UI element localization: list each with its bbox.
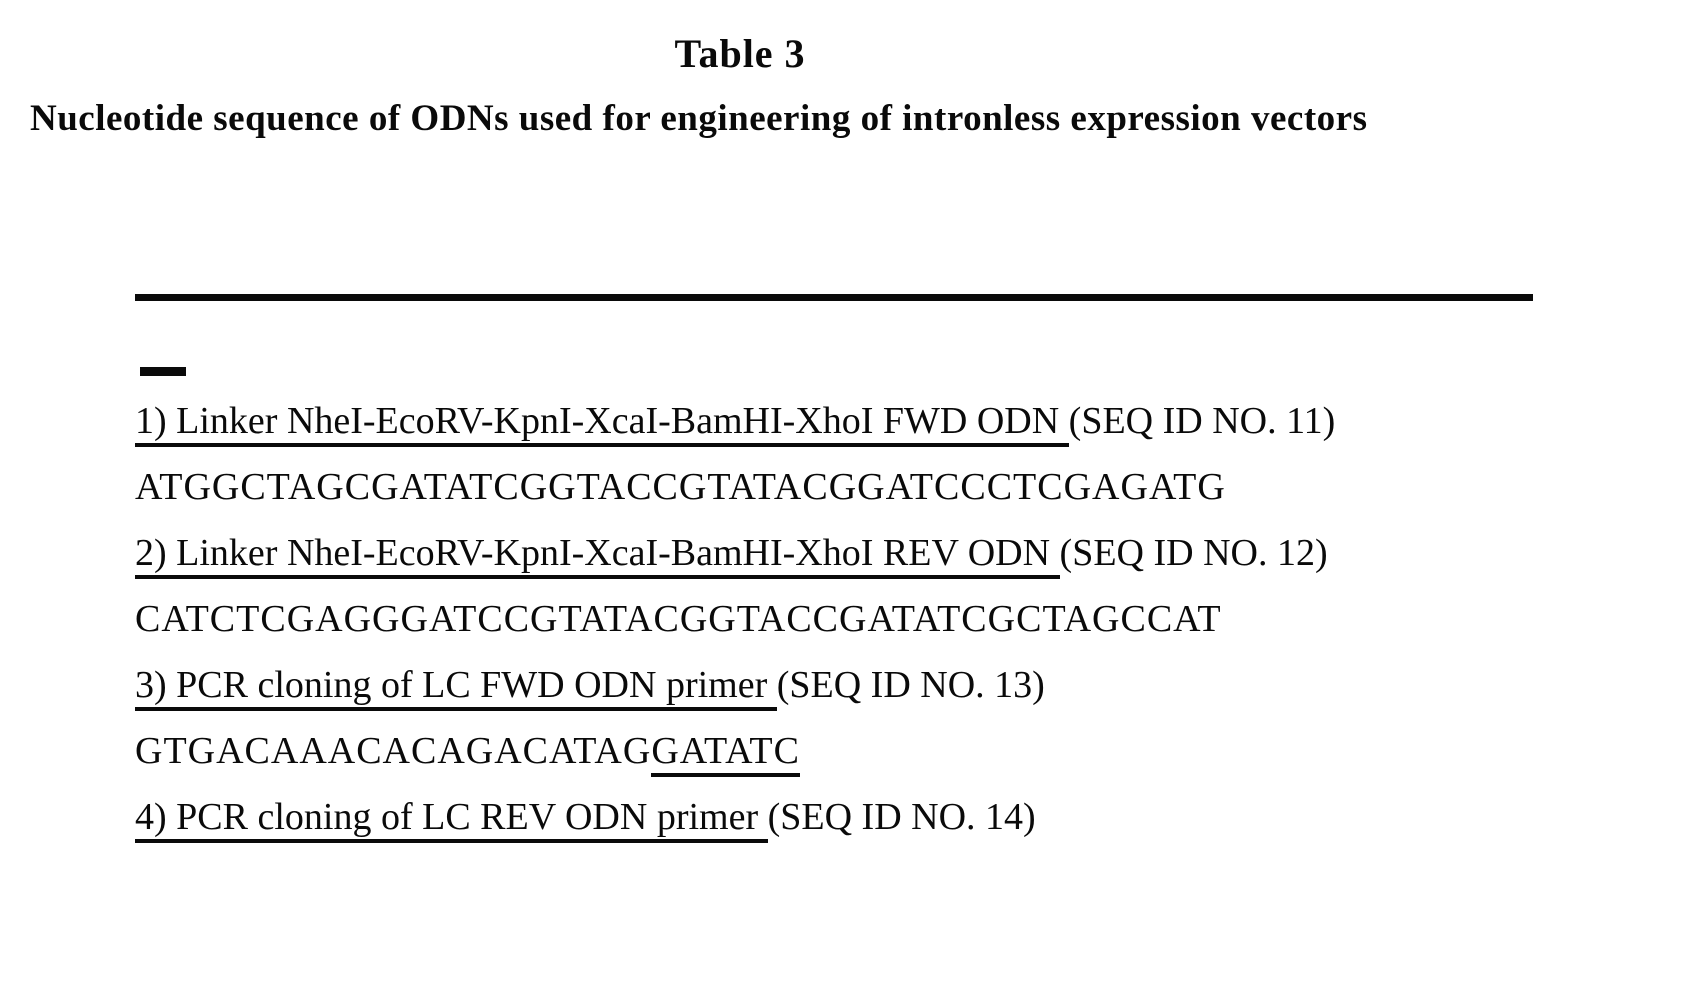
seq-id-ref: (SEQ ID NO. 12) — [1059, 532, 1328, 574]
odn-entry-title: 4) PCR cloning of LC REV ODN primer — [135, 796, 768, 843]
odn-sequence: GTGACAAACACAGACATAGGATATC — [135, 718, 1335, 784]
table-title: Table 3 — [674, 31, 806, 76]
odn-entry-label: 1) Linker NheI-EcoRV-KpnI-XcaI-BamHI-Xho… — [135, 388, 1335, 454]
table-top-rule — [135, 294, 1533, 301]
odn-entry-label: 2) Linker NheI-EcoRV-KpnI-XcaI-BamHI-Xho… — [135, 520, 1335, 586]
odn-entries: 1) Linker NheI-EcoRV-KpnI-XcaI-BamHI-Xho… — [135, 388, 1335, 850]
odn-entry-title: 3) PCR cloning of LC FWD ODN primer — [135, 664, 777, 711]
odn-entry-label: 4) PCR cloning of LC REV ODN primer (SEQ… — [135, 784, 1335, 850]
table-subtitle: Nucleotide sequence of ODNs used for eng… — [30, 98, 1368, 139]
seq-id-ref: (SEQ ID NO. 11) — [1068, 400, 1336, 442]
sequence-text: ATGGCTAGCGATATCGGTACCGTATACGGATCCCTCGAGA… — [135, 466, 1226, 508]
sequence-text: GTGACAAACACAGACATAG — [135, 730, 652, 772]
odn-sequence: ATGGCTAGCGATATCGGTACCGTATACGGATCCCTCGAGA… — [135, 454, 1335, 520]
sequence-text: CATCTCGAGGGATCCGTATACGGTACCGATATCGCTAGCC… — [135, 598, 1222, 640]
sequence-underlined-text: GATATC — [651, 730, 800, 777]
seq-id-ref: (SEQ ID NO. 13) — [776, 664, 1045, 706]
odn-entry-title: 2) Linker NheI-EcoRV-KpnI-XcaI-BamHI-Xho… — [135, 532, 1060, 579]
seq-id-ref: (SEQ ID NO. 14) — [767, 796, 1036, 838]
dash-mark — [140, 367, 186, 376]
odn-entry-label: 3) PCR cloning of LC FWD ODN primer (SEQ… — [135, 652, 1335, 718]
odn-sequence: CATCTCGAGGGATCCGTATACGGTACCGATATCGCTAGCC… — [135, 586, 1335, 652]
odn-entry-title: 1) Linker NheI-EcoRV-KpnI-XcaI-BamHI-Xho… — [135, 400, 1069, 447]
